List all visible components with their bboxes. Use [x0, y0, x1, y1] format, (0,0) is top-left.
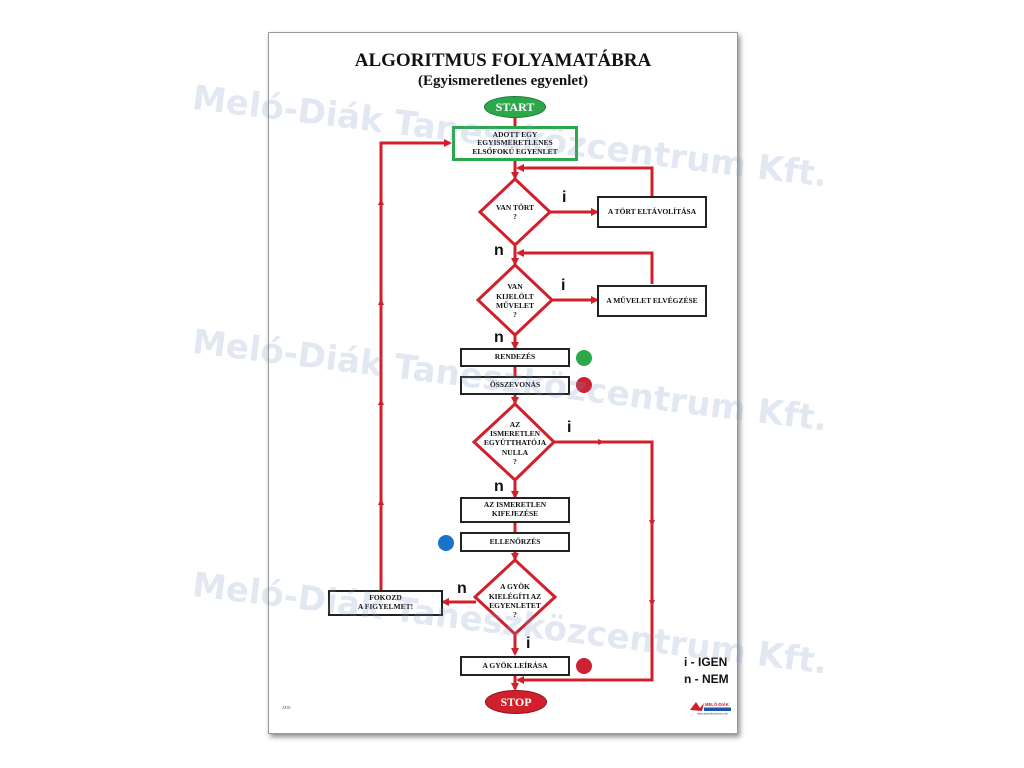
d3-yes-label: i: [567, 419, 572, 436]
remove-fraction-box: A TÖRT ELTÁVOLÍTÁSA: [597, 196, 707, 228]
logo-text: MELÓ-DIÁK: [705, 702, 729, 707]
write-root-box: A GYÖK LEÍRÁSA: [460, 656, 570, 676]
decision-root-shape: [472, 557, 558, 637]
decision-fraction-shape: [477, 176, 553, 248]
red-dot-marker: [576, 658, 592, 674]
express-unknown-box: AZ ISMERETLEN KIFEJEZÉSE: [460, 497, 570, 523]
green-dot-marker: [576, 350, 592, 366]
decision-coefficient-text: AZ ISMERETLEN EGYÜTTHATÓJA NULLA ?: [483, 419, 547, 467]
check-box: ELLENŐRZÉS: [460, 532, 570, 552]
publisher-logo: MELÓ-DIÁK www.taneszkozcentrum.hu: [690, 702, 731, 716]
d1-no-label: n: [494, 242, 504, 259]
poster-code: AT01: [282, 705, 291, 710]
start-terminal: START: [484, 96, 546, 118]
stop-label: STOP: [500, 694, 532, 709]
decision-operation-shape: [475, 262, 555, 338]
decision-coefficient-shape: [471, 401, 557, 483]
legend-yes: i - IGEN: [684, 655, 728, 669]
legend-no: n - NEM: [684, 672, 729, 686]
red-dot-marker: [576, 377, 592, 393]
d2-loop-back: [516, 249, 654, 284]
attention-box: FOKOZD A FIGYELMET!: [328, 590, 443, 616]
d1-yes-label: i: [562, 189, 567, 206]
d2-yes-label: i: [561, 277, 566, 294]
diagram-subtitle: (Egyismeretlenes egyenlet): [417, 73, 589, 89]
do-operation-box: A MŰVELET ELVÉGZÉSE: [597, 285, 707, 317]
decision-root-text: A GYÖK KIELÉGÍTI AZ EGYENLETET ?: [488, 582, 542, 620]
blue-dot-marker: [438, 535, 454, 551]
d3-yes-path: [516, 440, 654, 684]
stop-terminal: STOP: [485, 690, 547, 714]
d4-no-label: n: [457, 580, 467, 597]
arrange-box: RENDEZÉS: [460, 348, 570, 367]
d4-loop-back: [379, 139, 452, 590]
start-label: START: [495, 99, 535, 114]
d1-loop-back: [516, 164, 654, 196]
d3-no-label: n: [494, 478, 504, 495]
decision-operation-text: VAN KIJELÖLT MŰVELET ?: [496, 282, 534, 320]
diagram-title: ALGORITMUS FOLYAMATÁBRA: [354, 50, 652, 71]
combine-box: ÖSSZEVONÁS: [460, 376, 570, 395]
d2-no-label: n: [494, 329, 504, 346]
decision-fraction-text: VAN TÖRT ?: [495, 202, 534, 221]
logo-url: www.taneszkozcentrum.hu: [697, 712, 728, 716]
d4-yes-label: i: [526, 635, 531, 652]
given-equation-box: ADOTT EGY EGYISMERETLENES ELSŐFOKÚ EGYEN…: [452, 126, 578, 161]
